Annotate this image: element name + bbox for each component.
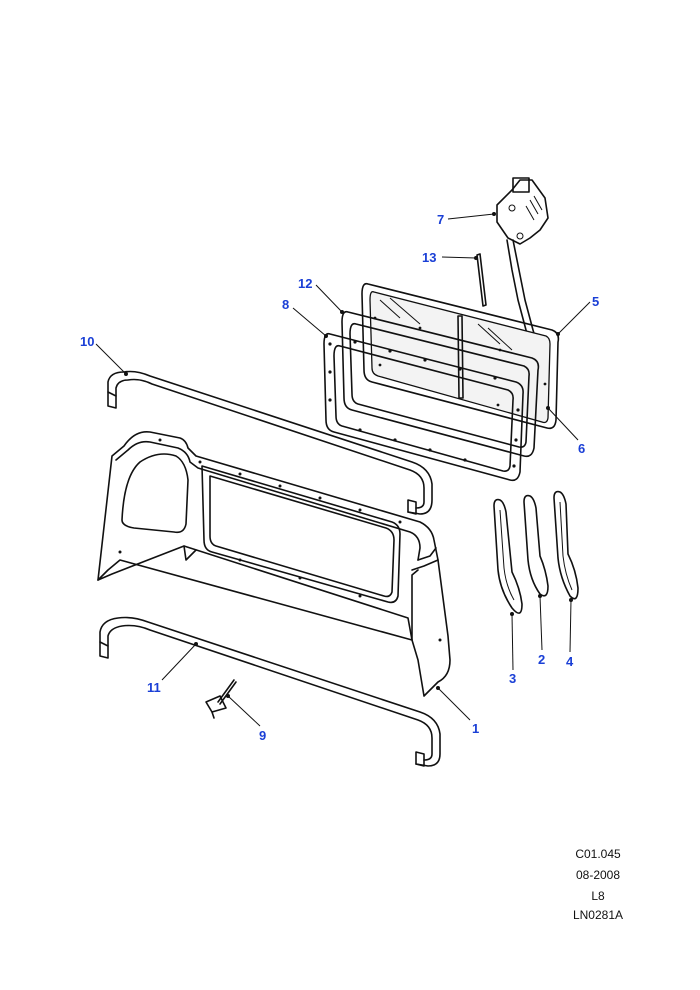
diagram-ref: LN0281A bbox=[572, 908, 624, 922]
part-10-upper-trim bbox=[107, 370, 433, 515]
part-3-seal bbox=[493, 498, 523, 614]
part-5-window bbox=[361, 282, 560, 430]
leader-lines bbox=[95, 212, 591, 727]
callout-12: 12 bbox=[298, 276, 312, 291]
part-1-side-panel bbox=[97, 430, 451, 697]
part-8-frame bbox=[323, 316, 547, 482]
callout-9: 9 bbox=[259, 728, 266, 743]
diagram-date: 08-2008 bbox=[575, 868, 621, 882]
callout-7: 7 bbox=[437, 212, 444, 227]
part-11-lower-trim bbox=[99, 616, 441, 767]
callout-1: 1 bbox=[472, 721, 479, 736]
part-13-channel bbox=[476, 253, 487, 307]
part-12-gasket bbox=[341, 310, 540, 458]
callout-5: 5 bbox=[592, 294, 599, 309]
part-2-seal bbox=[523, 494, 549, 597]
part-4-seal bbox=[553, 490, 579, 600]
callout-6: 6 bbox=[578, 441, 585, 456]
diagram-section: L8 bbox=[591, 889, 605, 903]
callout-11: 11 bbox=[147, 680, 161, 695]
diagram-code: C01.045 bbox=[575, 847, 621, 861]
callout-8: 8 bbox=[282, 297, 289, 312]
part-9-rivet bbox=[205, 679, 237, 719]
callout-2: 2 bbox=[538, 652, 545, 667]
callout-3: 3 bbox=[509, 671, 516, 686]
callout-4: 4 bbox=[566, 654, 574, 669]
callout-13: 13 bbox=[422, 250, 436, 265]
callout-10: 10 bbox=[80, 334, 94, 349]
